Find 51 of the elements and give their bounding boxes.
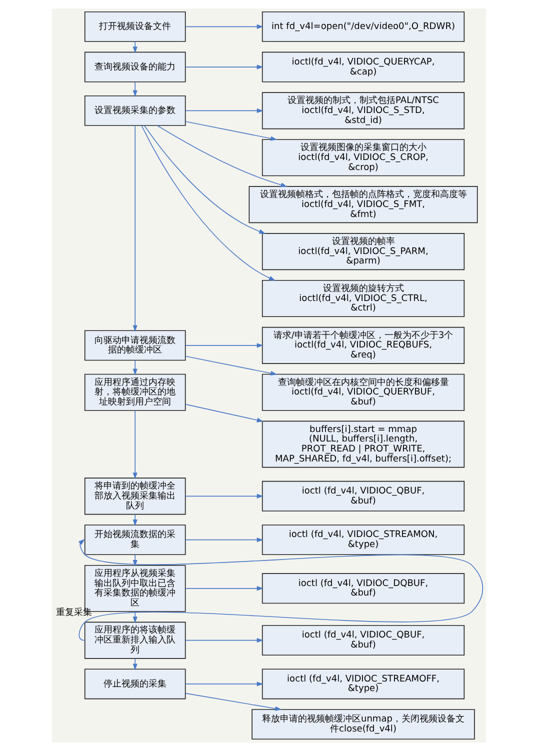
arrow <box>132 611 137 624</box>
arrow <box>132 82 137 97</box>
arrow <box>184 404 263 422</box>
arrow <box>132 410 137 480</box>
arrow <box>143 125 266 234</box>
arrow <box>132 41 137 54</box>
arrow <box>184 121 277 141</box>
node-box: 设置视频的制式，制式包括PAL/NTSC ioctl(fd_v4l, VIDIOC_S_STD, &std_id) <box>261 92 464 130</box>
node-box: 停止视频的采集 <box>84 668 186 700</box>
arrow <box>184 586 263 591</box>
node-box: ioctl (fd_v4l, VIDIOC_STREAMOFF, &type) <box>261 668 464 700</box>
arrow <box>184 494 263 498</box>
arrow <box>132 360 137 376</box>
arrow <box>184 64 263 70</box>
arrow <box>184 538 263 542</box>
node-box: 请求/申请若干个帧缓冲区，一般为不少于3个 ioctl(fd_v4l, VIDIOC_REQBUFS, &req) <box>261 326 464 364</box>
node-box: 设置视频图像的采集窗口的大小 ioctl(fd_v4l, VIDIOC_S_CROP, &crop) <box>261 139 464 176</box>
node-box: ioctl(fd_v4l, VIDIOC_QUERYCAP, &cap) <box>261 52 464 82</box>
node-box: 应用程序的将该帧缓冲区重新排入输入队列 <box>84 622 186 659</box>
arrow <box>184 356 277 376</box>
arrow <box>184 638 263 643</box>
node-box: ioctl (fd_v4l, VIDIOC_STREAMON, &type) <box>261 524 464 556</box>
arrow <box>184 108 263 113</box>
node-box: 开始视频流数据的采集 <box>84 524 186 556</box>
node-box: int fd_v4l=open("/dev/video0",O_RDWR) <box>261 11 464 42</box>
node-box: 查询视频设备的能力 <box>84 52 186 82</box>
node-box: 将申请到的帧缓冲全部放入视频采集输出队列 <box>84 478 186 515</box>
arrow <box>132 658 137 670</box>
node-box: 设置视频的旋转方式 ioctl(fd_v4l, VIDIOC_S_CTRL, &ctrl) <box>261 280 464 318</box>
arrow <box>132 125 137 332</box>
node-box: 设置视频帧格式，包括帧的点阵格式，宽度和高度等 ioctl(fd_v4l, VIDIOC_S_FMT, &fmt) <box>248 186 478 224</box>
node-box: 设置视频的帧率 ioctl(fd_v4l, VIDIOC_S_PARM, &parm) <box>261 233 464 270</box>
node-box: 释放申请的视频帧缓冲区unmap，关闭视频设备文件close(fd_v4l) <box>251 709 474 740</box>
arrow <box>184 682 263 686</box>
node-box: 向驱动申请视频流数据的帧缓冲区 <box>84 330 186 361</box>
arrow <box>78 539 483 641</box>
node-box: 查询帧缓冲区在内核空间中的长度和偏移量 ioctl(fd_v4l, VIDIOC_QUERYBUF, &buf) <box>261 374 464 411</box>
node-box: ioctl (fd_v4l, VIDIOC_QBUF, &buf) <box>261 480 464 512</box>
node-box: 设置视频采集的参数 <box>84 95 186 126</box>
arrow <box>156 125 287 188</box>
arrow <box>184 24 263 29</box>
arrow <box>184 343 263 348</box>
node-box: ioctl (fd_v4l, VIDIOC_DQBUF, &buf) <box>261 573 464 604</box>
arrow <box>132 554 137 567</box>
node-box: 应用程序通过内存映射，将帧缓冲区的地址映射到用户空间 <box>84 374 186 411</box>
arrow <box>132 514 137 526</box>
arrow <box>184 692 282 711</box>
arrow <box>140 125 276 281</box>
node-box: buffers[i].start = mmap (NULL, buffers[i].length, PROT_READ | PROT_WRITE, MAP_SHARED, fd_v4l, buffers[i].offset); <box>261 420 464 468</box>
node-box: ioctl (fd_v4l, VIDIOC_QBUF, &buf) <box>261 625 464 656</box>
node-box: 打开视频设备文件 <box>84 11 186 42</box>
